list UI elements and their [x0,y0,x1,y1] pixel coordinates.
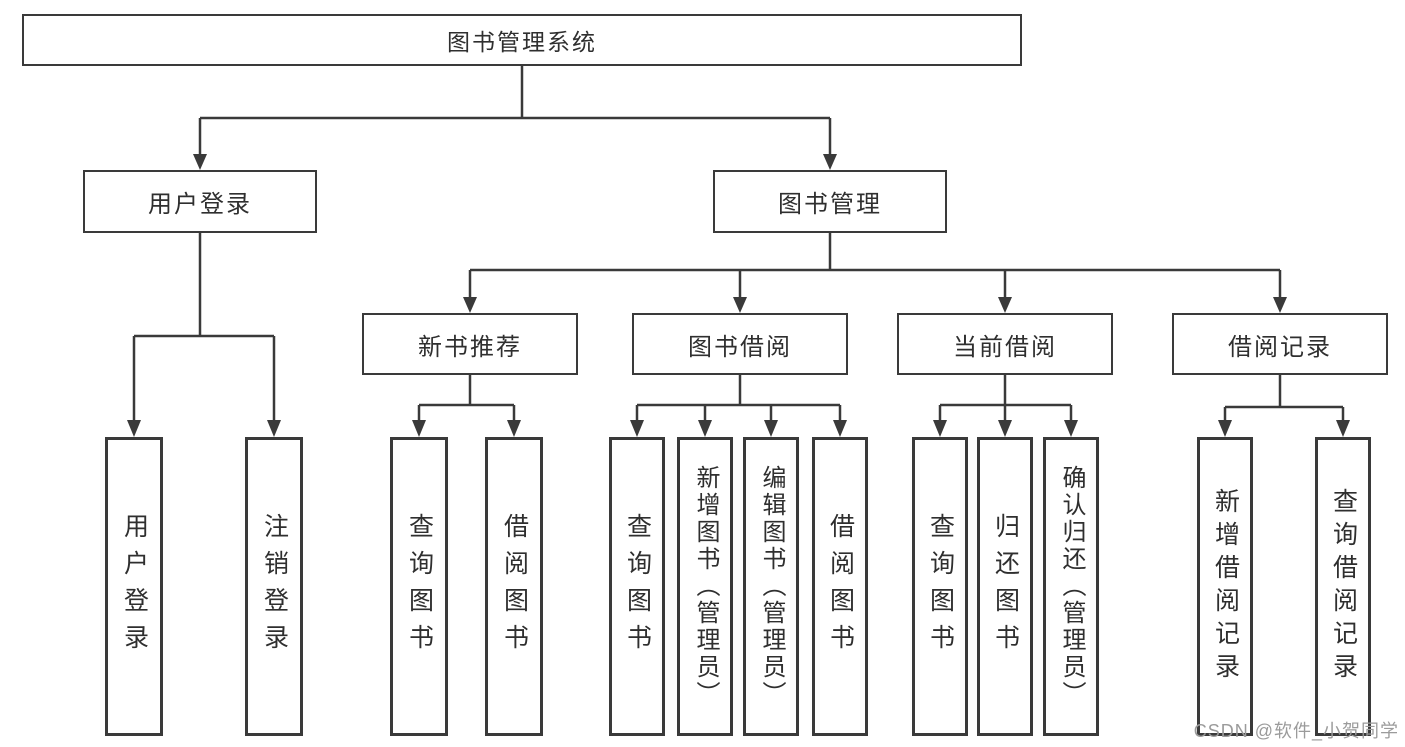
node-label: 用户登录 [148,191,252,218]
node-label: 注销登录 [260,512,289,661]
node-edit-books-admin: 编辑图书（管理员） [743,437,799,736]
connector-user-login [127,233,281,437]
node-root: 图书管理系统 [22,14,1022,66]
node-confirm-return-admin: 确认归还（管理员） [1043,437,1099,736]
node-current-borrowing: 当前借阅 [897,313,1113,375]
arrowhead-icon [998,420,1012,437]
node-label: 图书借阅 [688,333,792,361]
node-add-borrow-record: 新增借阅记录 [1197,437,1253,736]
node-label: 查询图书 [926,512,955,661]
node-user-login: 用户登录 [83,170,317,233]
node-add-books-admin: 新增图书（管理员） [677,437,733,736]
arrowhead-icon [1336,420,1350,437]
arrowhead-icon [823,154,837,170]
arrowhead-icon [998,297,1012,313]
arrowhead-icon [933,420,947,437]
node-query-books-current: 查询图书 [912,437,968,736]
arrowhead-icon [507,420,521,437]
arrowhead-icon [412,420,426,437]
connector-new-book-recommendation [412,375,521,437]
node-label: 编辑图书（管理员） [758,465,785,708]
node-new-book-recommendation: 新书推荐 [362,313,578,375]
arrowhead-icon [267,420,281,437]
node-label: 用户登录 [120,512,149,661]
connector-book-borrowing [630,375,847,437]
connector-borrowing-records [1218,375,1350,437]
node-label: 图书管理 [778,191,882,218]
node-label: 借阅记录 [1228,333,1332,361]
arrowhead-icon [193,154,207,170]
arrowhead-icon [733,297,747,313]
connector-book-management [463,233,1287,313]
node-label: 查询图书 [623,512,652,661]
arrowhead-icon [1273,297,1287,313]
node-return-books: 归还图书 [977,437,1033,736]
node-label: 图书管理系统 [447,29,597,55]
connector-current-borrowing [933,375,1078,437]
arrowhead-icon [463,297,477,313]
arrowhead-icon [833,420,847,437]
node-label: 查询借阅记录 [1329,487,1358,686]
node-book-borrowing: 图书借阅 [632,313,848,375]
arrowhead-icon [764,420,778,437]
watermark: CSDN @软件_小贺同学 [1193,721,1399,741]
node-label: 新书推荐 [418,333,522,361]
node-label: 新增图书（管理员） [692,465,719,708]
node-label: 借阅图书 [500,512,529,661]
node-label: 新增借阅记录 [1211,487,1240,686]
arrowhead-icon [630,420,644,437]
node-label: 当前借阅 [953,333,1057,361]
node-label: 借阅图书 [826,512,855,661]
arrowhead-icon [1218,420,1232,437]
node-label: 归还图书 [991,512,1020,661]
node-borrow-books: 借阅图书 [812,437,868,736]
node-book-management: 图书管理 [713,170,947,233]
node-query-books-recommend: 查询图书 [390,437,448,736]
node-borrow-books-recommend: 借阅图书 [485,437,543,736]
node-query-books-borrowing: 查询图书 [609,437,665,736]
node-logout: 注销登录 [245,437,303,736]
node-label: 确认归还（管理员） [1058,465,1085,708]
arrowhead-icon [127,420,141,437]
connector-root [193,66,837,170]
node-borrowing-records: 借阅记录 [1172,313,1388,375]
arrowhead-icon [698,420,712,437]
node-query-borrow-record: 查询借阅记录 [1315,437,1371,736]
node-user-login-action: 用户登录 [105,437,163,736]
arrowhead-icon [1064,420,1078,437]
node-label: 查询图书 [405,512,434,661]
